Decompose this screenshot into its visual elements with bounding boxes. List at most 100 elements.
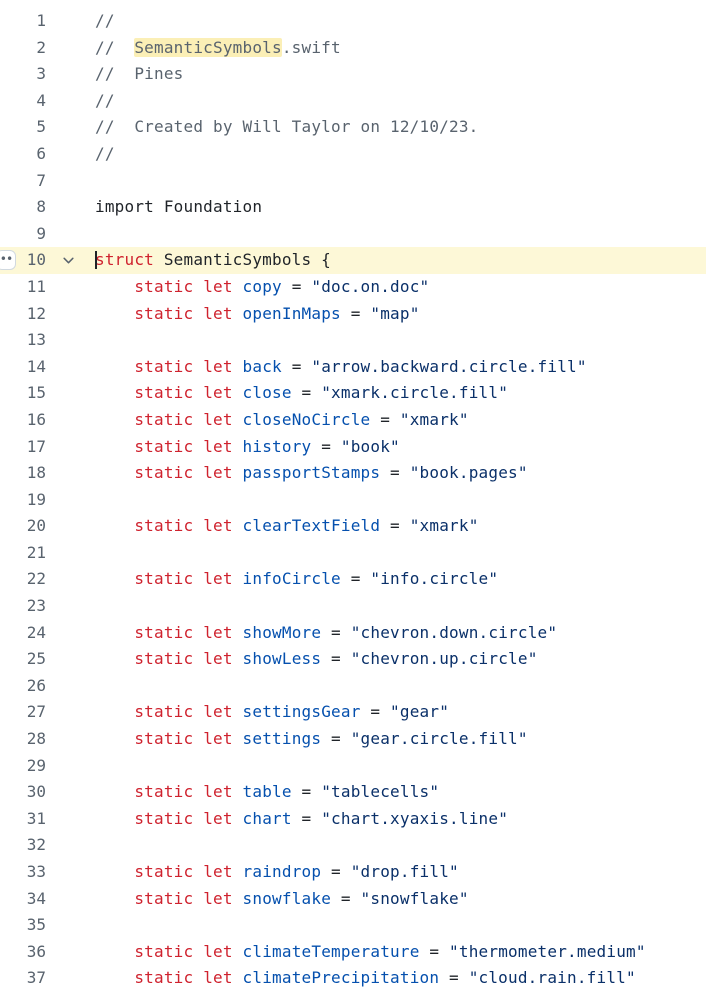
code-line[interactable]: 26 — [0, 673, 706, 700]
code-line[interactable]: 35 — [0, 912, 706, 939]
line-number[interactable]: 19 — [26, 489, 46, 509]
line-number[interactable]: 5 — [36, 117, 46, 137]
code-line[interactable]: 12 static let openInMaps = "map" — [0, 301, 706, 328]
keyword-token: let — [203, 782, 233, 802]
line-number[interactable]: 16 — [26, 409, 46, 429]
code-token — [193, 569, 203, 588]
code-line[interactable]: 7 — [0, 168, 706, 195]
code-line[interactable]: 31 static let chart = "chart.xyaxis.line… — [0, 806, 706, 833]
line-number[interactable]: 21 — [26, 542, 46, 562]
code-token — [95, 782, 134, 801]
code-line[interactable]: 34 static let snowflake = "snowflake" — [0, 886, 706, 913]
line-number[interactable]: 30 — [26, 782, 46, 802]
code-line[interactable]: 24 static let showMore = "chevron.down.c… — [0, 620, 706, 647]
code-token — [95, 357, 134, 376]
line-number[interactable]: 2 — [36, 37, 46, 57]
code-line[interactable]: 11 static let copy = "doc.on.doc" — [0, 274, 706, 301]
code-token: = — [380, 463, 410, 483]
code-token — [95, 623, 134, 642]
line-options-button[interactable]: •• — [0, 250, 16, 271]
code-token — [193, 649, 203, 668]
code-line[interactable]: 5// Created by Will Taylor on 12/10/23. — [0, 114, 706, 141]
code-token — [95, 516, 134, 535]
code-line[interactable]: 6// — [0, 141, 706, 168]
string-token: "info.circle" — [370, 569, 499, 589]
code-token — [95, 277, 134, 296]
code-line[interactable]: 22 static let infoCircle = "info.circle" — [0, 566, 706, 593]
code-line[interactable]: 29 — [0, 753, 706, 780]
line-number[interactable]: 36 — [26, 941, 46, 961]
line-number[interactable]: 4 — [36, 90, 46, 110]
line-number[interactable]: 31 — [26, 808, 46, 828]
line-number[interactable]: 17 — [26, 436, 46, 456]
code-line[interactable]: 30 static let table = "tablecells" — [0, 779, 706, 806]
line-number[interactable]: 34 — [26, 888, 46, 908]
code-line[interactable]: 37 static let climatePrecipitation = "cl… — [0, 965, 706, 992]
line-number[interactable]: 24 — [26, 622, 46, 642]
code-line[interactable]: 10 •• struct SemanticSymbols { — [0, 247, 706, 274]
line-number[interactable]: 27 — [26, 702, 46, 722]
code-line[interactable]: 19 — [0, 487, 706, 514]
keyword-token: static — [134, 436, 194, 456]
line-content: static let infoCircle = "info.circle" — [95, 566, 498, 593]
code-token — [233, 862, 243, 881]
line-number[interactable]: 37 — [26, 968, 46, 988]
line-content: import Foundation — [95, 194, 262, 221]
line-number[interactable]: 1 — [36, 11, 46, 30]
line-number[interactable]: 25 — [26, 649, 46, 669]
code-line[interactable]: 36 static let climateTemperature = "ther… — [0, 939, 706, 966]
keyword-token: static — [134, 782, 194, 802]
code-line[interactable]: 23 — [0, 593, 706, 620]
code-line[interactable]: 32 — [0, 832, 706, 859]
line-number[interactable]: 7 — [36, 170, 46, 190]
chevron-down-icon[interactable] — [62, 254, 75, 267]
line-number[interactable]: 14 — [26, 356, 46, 376]
line-number[interactable]: 23 — [26, 596, 46, 616]
code-line[interactable]: 28 static let settings = "gear.circle.fi… — [0, 726, 706, 753]
code-token — [233, 383, 243, 402]
code-line[interactable]: 2// SemanticSymbols.swift — [0, 35, 706, 62]
code-token: = — [311, 436, 341, 456]
line-number[interactable]: 29 — [26, 755, 46, 775]
code-line[interactable]: 15 static let close = "xmark.circle.fill… — [0, 380, 706, 407]
line-number[interactable]: 9 — [36, 223, 46, 243]
line-number[interactable]: 20 — [26, 516, 46, 536]
line-number[interactable]: 10 — [26, 250, 46, 270]
line-number[interactable]: 33 — [26, 862, 46, 881]
line-number[interactable]: 8 — [36, 197, 46, 217]
code-line[interactable]: 8 import Foundation — [0, 194, 706, 221]
code-line[interactable]: 18 static let passportStamps = "book.pag… — [0, 460, 706, 487]
code-line[interactable]: 27 static let settingsGear = "gear" — [0, 699, 706, 726]
line-number[interactable]: 15 — [26, 383, 46, 403]
identifier-token: history — [242, 436, 312, 456]
code-line[interactable]: 9 — [0, 221, 706, 248]
code-line[interactable]: 13 — [0, 327, 706, 354]
comment-token: // — [95, 90, 115, 110]
line-number[interactable]: 11 — [26, 276, 46, 296]
code-line[interactable]: 16 static let closeNoCircle = "xmark" — [0, 407, 706, 434]
line-number[interactable]: 18 — [26, 463, 46, 483]
keyword-token: static — [134, 409, 194, 429]
identifier-token: showLess — [242, 649, 322, 669]
code-line[interactable]: 25 static let showLess = "chevron.up.cir… — [0, 646, 706, 673]
line-number[interactable]: 3 — [36, 64, 46, 84]
line-number[interactable]: 35 — [26, 915, 46, 935]
code-line[interactable]: 3// Pines — [0, 61, 706, 88]
line-number[interactable]: 6 — [36, 143, 46, 163]
code-line[interactable]: 21 — [0, 540, 706, 567]
code-line[interactable]: 14 static let back = "arrow.backward.cir… — [0, 354, 706, 381]
code-token — [95, 437, 134, 456]
code-line[interactable]: 33 static let raindrop = "drop.fill" — [0, 859, 706, 886]
line-number[interactable]: 28 — [26, 729, 46, 749]
line-content: struct SemanticSymbols { — [95, 247, 331, 274]
code-line[interactable]: 1// — [0, 8, 706, 35]
code-line[interactable]: 4 // — [0, 88, 706, 115]
code-line[interactable]: 20 static let clearTextField = "xmark" — [0, 513, 706, 540]
line-number[interactable]: 13 — [26, 330, 46, 350]
line-number[interactable]: 32 — [26, 835, 46, 855]
line-number[interactable]: 12 — [26, 303, 46, 323]
line-number[interactable]: 22 — [26, 569, 46, 589]
code-line[interactable]: 17 static let history = "book" — [0, 434, 706, 461]
line-number[interactable]: 26 — [26, 675, 46, 695]
